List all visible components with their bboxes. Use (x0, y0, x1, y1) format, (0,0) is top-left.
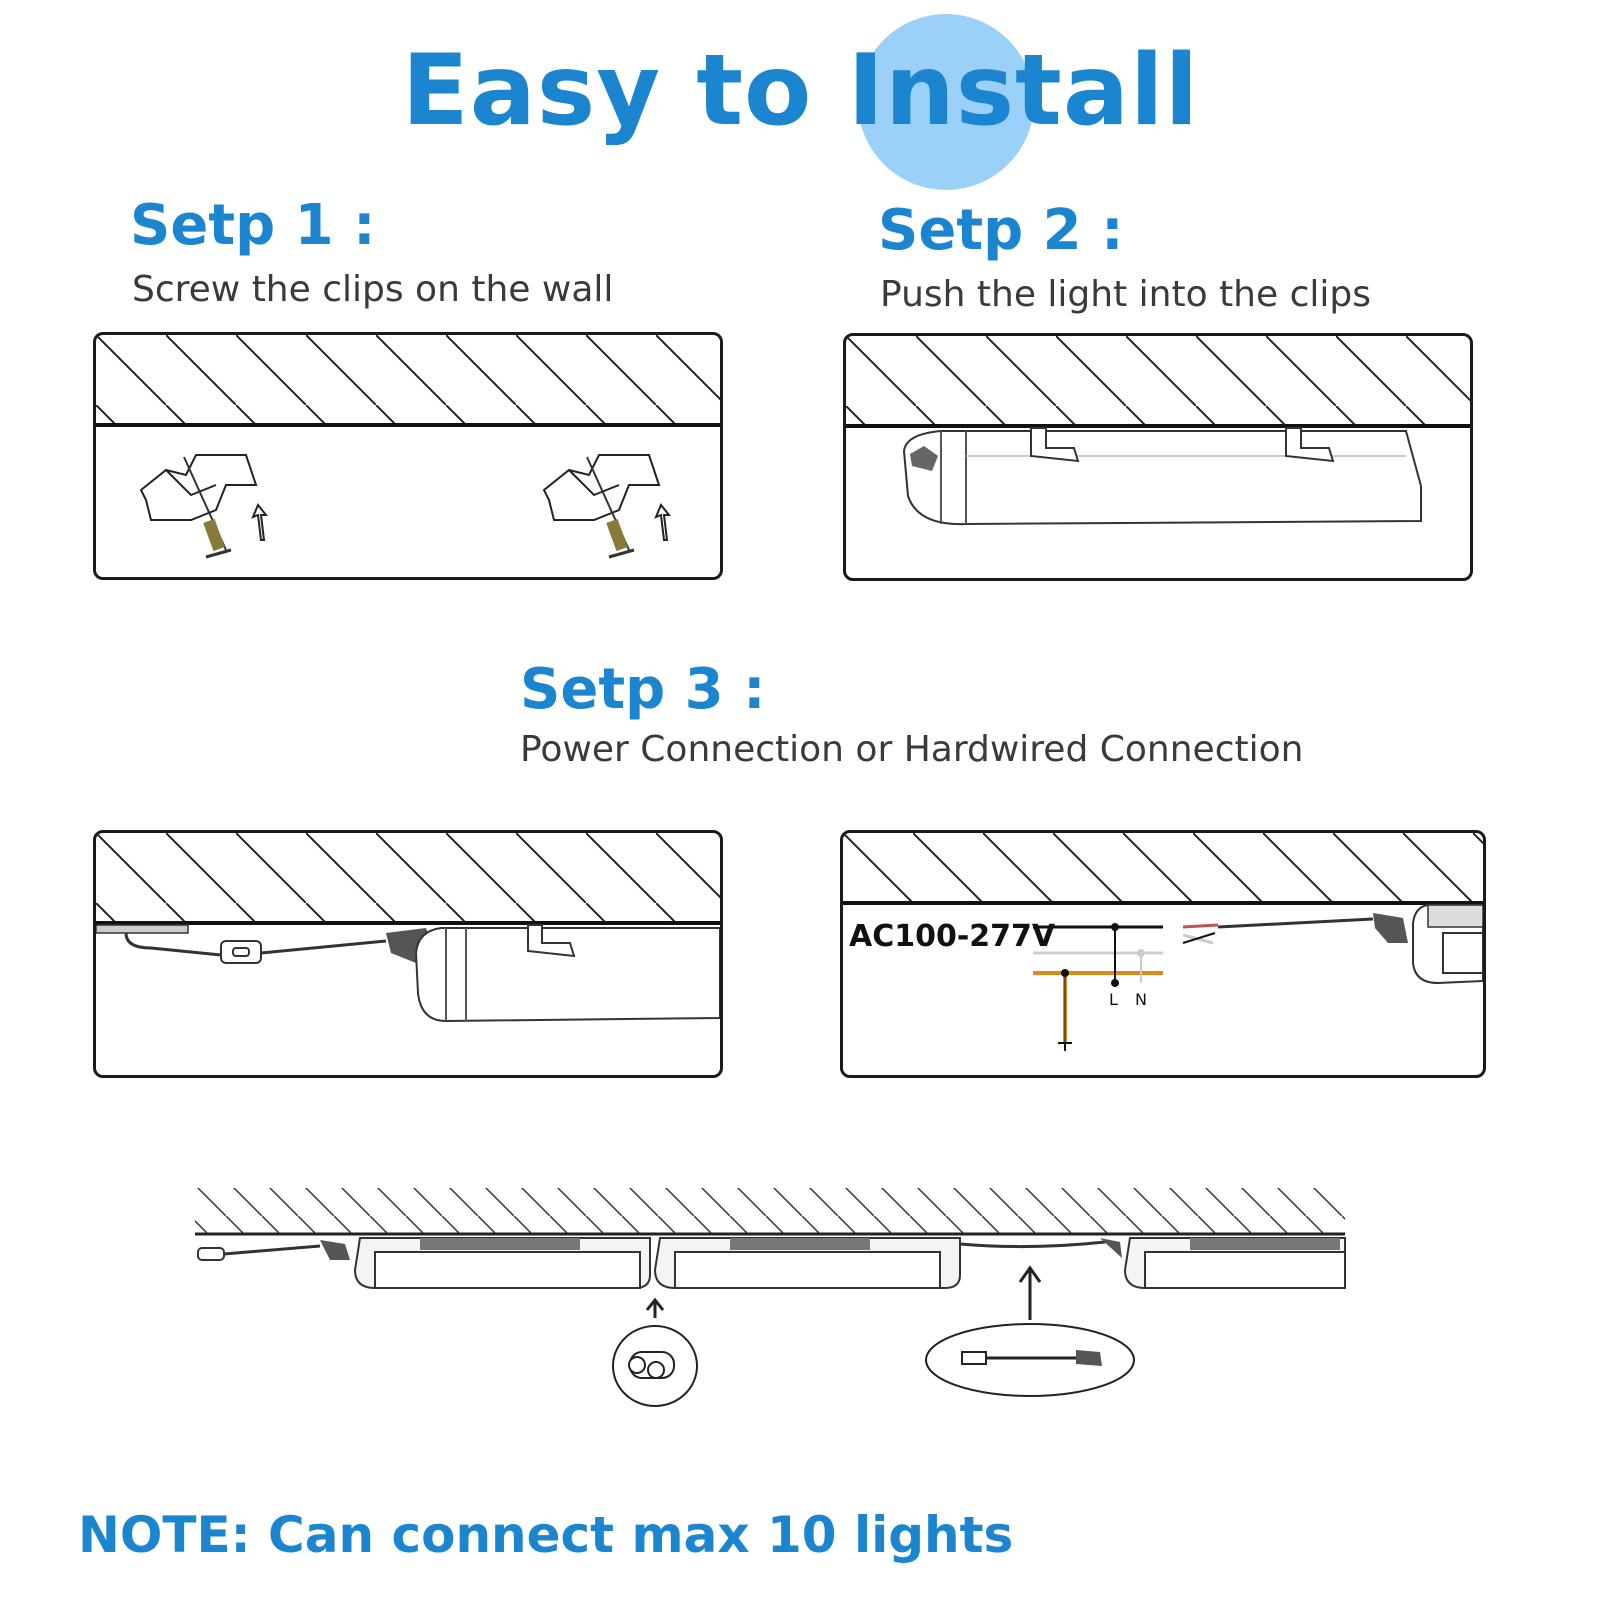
light-fixture-3 (1123, 1237, 1346, 1289)
step1-description: Screw the clips on the wall (132, 269, 614, 310)
link-cable (959, 1238, 1122, 1258)
line-label: L (1109, 990, 1118, 1009)
step2-description: Push the light into the clips (880, 274, 1371, 315)
note-text: NOTE: Can connect max 10 lights (78, 1506, 1014, 1564)
light-fixture-1 (353, 1237, 651, 1289)
linked-lights-diagram (190, 1180, 1350, 1420)
led-tube-light (902, 427, 1422, 526)
led-tube-light-end (414, 924, 720, 1023)
step3-heading: Setp 3 : (520, 657, 766, 722)
highlight-circle (858, 14, 1034, 190)
hardwire-diagram: AC100-277V L N (840, 830, 1486, 1078)
wiring-lines (1033, 913, 1408, 1051)
light-fixture-2 (653, 1237, 961, 1289)
voltage-label: AC100-277V (849, 919, 1056, 954)
power-cord-diagram (93, 830, 723, 1078)
clip-screw-left (139, 454, 269, 559)
cable-callout (925, 1265, 1135, 1397)
page-title: Easy to Install (401, 34, 1200, 148)
step2-heading: Setp 2 : (878, 198, 1124, 263)
power-plug (197, 1240, 350, 1261)
step3-description: Power Connection or Hardwired Connection (520, 729, 1304, 770)
led-tube-light-end (1412, 904, 1483, 985)
power-cord (96, 924, 436, 964)
neutral-label: N (1135, 990, 1147, 1009)
step1-heading: Setp 1 : (130, 193, 376, 258)
step2-diagram (843, 333, 1473, 581)
ceiling-hatch (96, 335, 720, 425)
connector-callout (612, 1297, 698, 1407)
clip-screw-right (542, 454, 672, 559)
step1-diagram (93, 332, 723, 580)
